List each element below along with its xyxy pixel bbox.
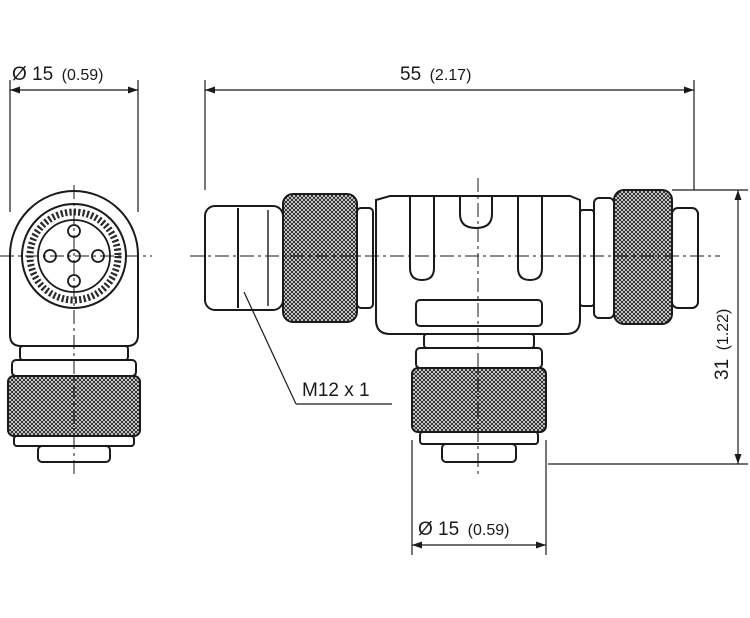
left-diameter-sub: (0.59)	[62, 67, 104, 84]
height-label: 31 (1.22)	[712, 309, 733, 380]
bottom-collar	[415, 347, 543, 369]
thread-callout-leader	[243, 291, 392, 405]
height-sub: (1.22)	[715, 309, 732, 351]
bottom-diameter-sub: (0.59)	[468, 522, 510, 539]
side-view	[204, 189, 699, 463]
overall-length-main: 55	[400, 64, 421, 85]
body-slot-left	[409, 196, 435, 282]
bottom-diameter-label: Ø 15 (0.59)	[418, 519, 509, 540]
body-slot-right	[517, 196, 543, 282]
right-nut-ring	[579, 209, 595, 307]
male-thread-end	[204, 205, 284, 311]
bottom-knurled-nut	[411, 367, 547, 433]
right-knurled-nut	[613, 189, 673, 325]
dim-height	[548, 189, 748, 465]
dim-overall-length	[204, 80, 695, 190]
height-main: 31	[712, 359, 733, 380]
end-view-body	[9, 190, 139, 347]
bottom-tip	[441, 443, 517, 463]
right-female-end	[671, 207, 699, 309]
overall-length-label: 55 (2.17)	[400, 64, 471, 85]
bottom-neck	[423, 333, 535, 349]
body-slot-center	[459, 196, 493, 230]
body-label-window	[415, 299, 543, 327]
left-diameter-main: Ø 15	[12, 64, 53, 85]
left-knurled-nut	[282, 193, 358, 323]
thread-callout-text: M12 x 1	[302, 380, 370, 401]
t-body	[375, 195, 581, 335]
left-nut-ring	[356, 207, 374, 309]
left-diameter-label: Ø 15 (0.59)	[12, 64, 103, 85]
overall-length-sub: (2.17)	[430, 67, 472, 84]
dim-bottom-diameter	[411, 440, 547, 555]
bottom-diameter-main: Ø 15	[418, 519, 459, 540]
bottom-nut-base	[419, 431, 539, 445]
dim-left-diameter	[9, 80, 139, 212]
right-collar	[593, 197, 615, 319]
